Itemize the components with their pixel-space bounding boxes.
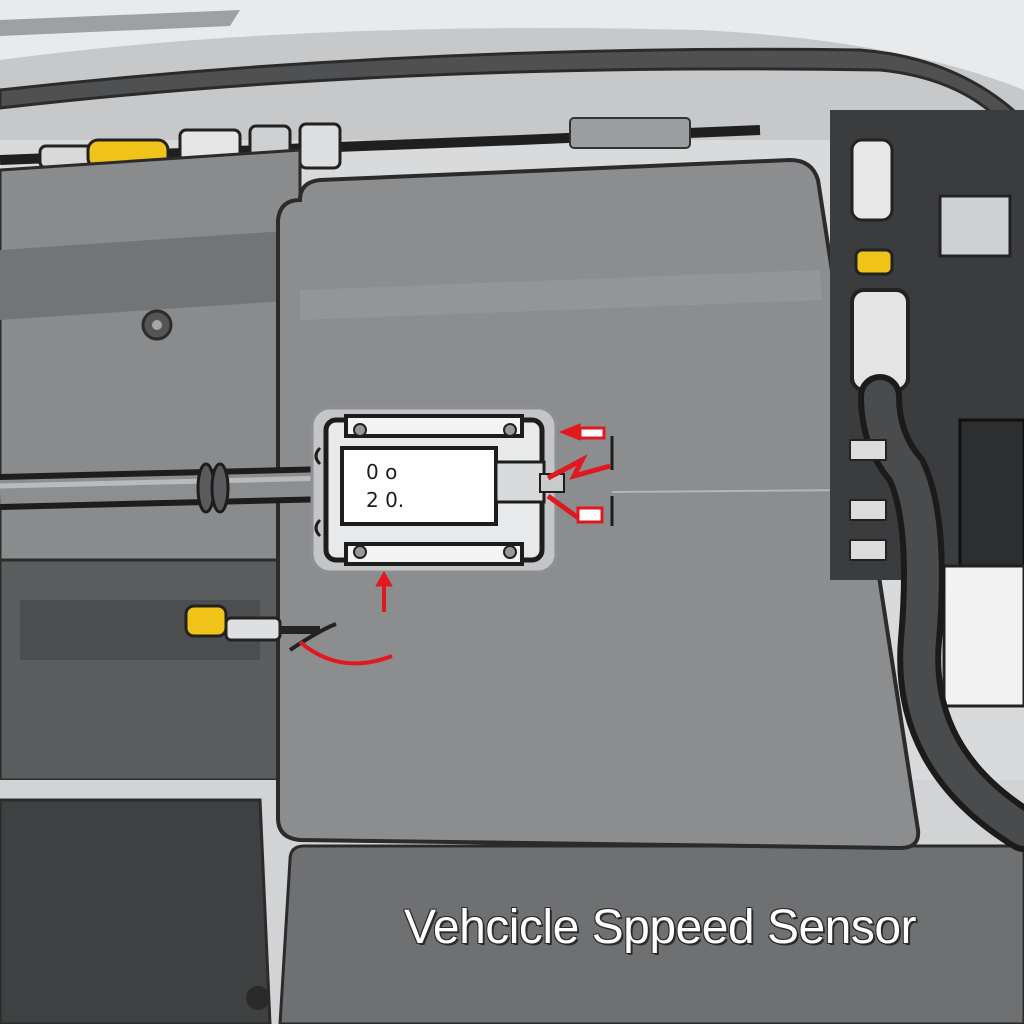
yellow-connector-icon	[184, 604, 228, 638]
speed-sensor-module	[310, 406, 565, 574]
lower-connector	[184, 604, 393, 666]
sensor-label-line1: 0 o	[366, 460, 398, 484]
hood-frame	[0, 0, 1024, 153]
red-arrow-icon	[375, 423, 614, 612]
engine-cover	[276, 157, 921, 851]
left-fender	[0, 148, 302, 782]
sensor-label-line2: 2 0.	[366, 488, 405, 512]
diagram-caption: Vehcicle Sppeed Sensor	[404, 901, 917, 954]
left-hose	[0, 462, 331, 514]
right-cabling	[830, 110, 1024, 852]
